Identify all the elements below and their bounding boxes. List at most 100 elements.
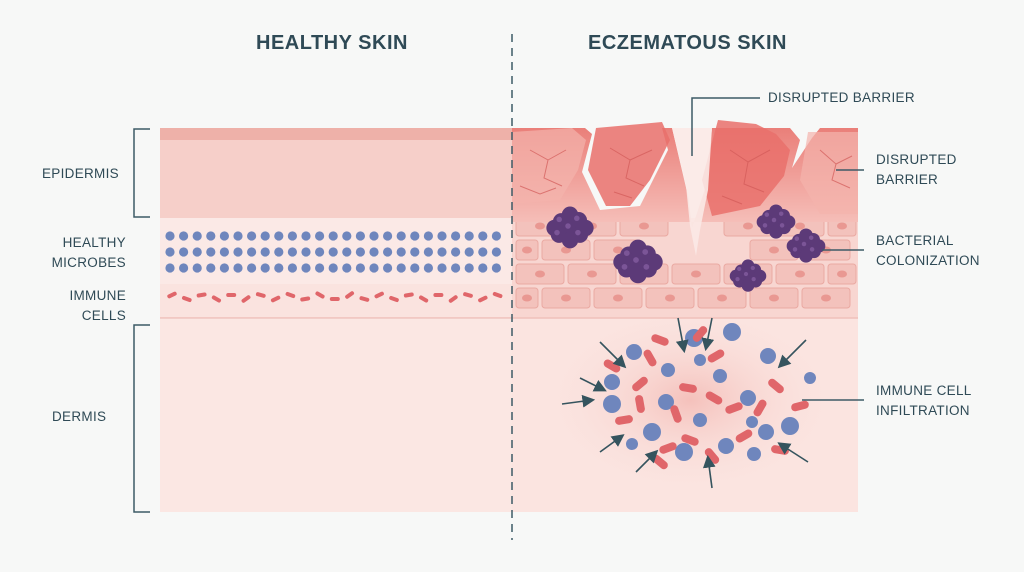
healthy-skin-title: HEALTHY SKIN <box>256 32 408 54</box>
microbe-dot <box>206 263 216 273</box>
cell-nucleus <box>613 246 623 254</box>
bacteria-cluster <box>786 228 826 263</box>
microbe-dot <box>410 231 420 241</box>
inflammatory-cell <box>632 376 648 392</box>
microbe-dot <box>423 231 433 241</box>
inflammatory-cell <box>603 359 621 373</box>
microbe-dot <box>301 263 311 273</box>
label-disrupted-barrier: DISRUPTED BARRIER <box>876 150 957 190</box>
infiltration-arrow <box>579 377 607 392</box>
dermis-bracket <box>133 324 150 513</box>
label-disrupted-barrier-line1: DISRUPTED <box>876 152 957 167</box>
microbe-dot <box>179 231 189 241</box>
microbe-dot <box>464 247 474 257</box>
infiltrating-immune-cell <box>713 369 727 383</box>
infiltrating-immune-cell <box>661 363 675 377</box>
immune-cell <box>478 295 488 303</box>
bacterial-clusters <box>546 204 826 292</box>
microbe-dot <box>315 231 325 241</box>
microbe-dot <box>451 231 461 241</box>
microbe-dot <box>437 231 447 241</box>
microbe-dot <box>233 231 243 241</box>
label-immune-cell-infiltration-line2: INFILTRATION <box>876 403 970 418</box>
label-disrupted-barrier-line2: BARRIER <box>876 172 939 187</box>
immune-cell <box>285 291 296 299</box>
immune-cell <box>196 292 207 298</box>
infiltrating-immune-cell <box>626 438 638 450</box>
label-bacterial-colonization: BACTERIAL COLONIZATION <box>876 231 980 271</box>
inflammatory-cell <box>753 399 767 417</box>
eczematous-skin-panel <box>512 120 858 512</box>
microbe-dot <box>410 263 420 273</box>
infiltrating-immune-cell <box>626 344 642 360</box>
immune-cell <box>315 291 325 299</box>
microbe-dot <box>369 247 379 257</box>
infiltrating-immune-cell <box>718 438 734 454</box>
inflammatory-cell <box>615 415 633 425</box>
immune-cell <box>359 296 370 302</box>
microbe-dot <box>315 263 325 273</box>
infiltration-arrow <box>599 341 627 369</box>
immune-cell <box>329 297 340 301</box>
label-dermis: DERMIS <box>52 409 107 424</box>
eczema-keratinocytes <box>515 215 857 309</box>
healthy-microbes-group <box>165 231 501 273</box>
microbe-dot <box>165 247 175 257</box>
microbe-dot <box>287 231 297 241</box>
bacteria-cluster <box>546 206 594 249</box>
microbe-dot <box>478 231 488 241</box>
infiltrating-immune-cell <box>760 348 776 364</box>
left-brackets <box>133 128 150 513</box>
microbe-dot <box>437 263 447 273</box>
label-immune-cells-line1: IMMUNE <box>69 288 126 303</box>
immune-cell <box>345 291 355 299</box>
microbe-dot <box>342 247 352 257</box>
microbe-dot <box>206 231 216 241</box>
infiltrating-immune-cell <box>603 395 621 413</box>
microbe-dot <box>355 247 365 257</box>
infiltration-arrows <box>561 317 809 489</box>
microbe-dot <box>179 263 189 273</box>
inflammatory-cell <box>725 402 743 414</box>
immune-cell <box>270 295 281 303</box>
microbe-dot <box>247 263 257 273</box>
cell-nucleus <box>795 222 805 230</box>
inflammatory-cell <box>659 442 677 454</box>
infiltration-arrow <box>702 454 716 489</box>
microbe-dot <box>192 231 202 241</box>
infiltrating-immune-cell <box>740 390 756 406</box>
infiltrating-immune-cell <box>781 417 799 435</box>
label-immune-cells-line2: CELLS <box>81 308 126 323</box>
bacteria-cluster <box>756 204 796 239</box>
cell-nucleus <box>535 222 545 230</box>
microbe-dot <box>274 247 284 257</box>
label-bacterial-colonization-line1: BACTERIAL <box>876 233 954 248</box>
immune-cell <box>211 295 221 303</box>
microbe-dot <box>464 231 474 241</box>
label-immune-cells: IMMUNE CELLS <box>69 286 126 326</box>
inflammatory-cell <box>670 405 682 423</box>
immune-cell <box>419 295 429 303</box>
infiltrating-immune-cell <box>693 413 707 427</box>
cell-nucleus <box>691 270 701 278</box>
microbe-dot <box>219 247 229 257</box>
microbe-dot <box>423 247 433 257</box>
bacteria-cluster <box>729 259 767 292</box>
microbe-dot <box>260 263 270 273</box>
cell-nucleus <box>587 270 597 278</box>
microbe-dot <box>369 263 379 273</box>
cell-nucleus <box>795 270 805 278</box>
cell-nucleus <box>639 222 649 230</box>
microbe-dot <box>219 231 229 241</box>
immune-cell <box>403 292 414 298</box>
microbe-dot <box>355 231 365 241</box>
microbe-dot <box>491 247 501 257</box>
microbe-dot <box>423 263 433 273</box>
immune-cell <box>374 291 384 299</box>
microbe-dot <box>260 231 270 241</box>
microbe-dot <box>233 263 243 273</box>
microbe-dot <box>342 263 352 273</box>
cell-nucleus <box>837 270 847 278</box>
healthy-dermis <box>160 319 512 512</box>
microbe-dot <box>179 247 189 257</box>
